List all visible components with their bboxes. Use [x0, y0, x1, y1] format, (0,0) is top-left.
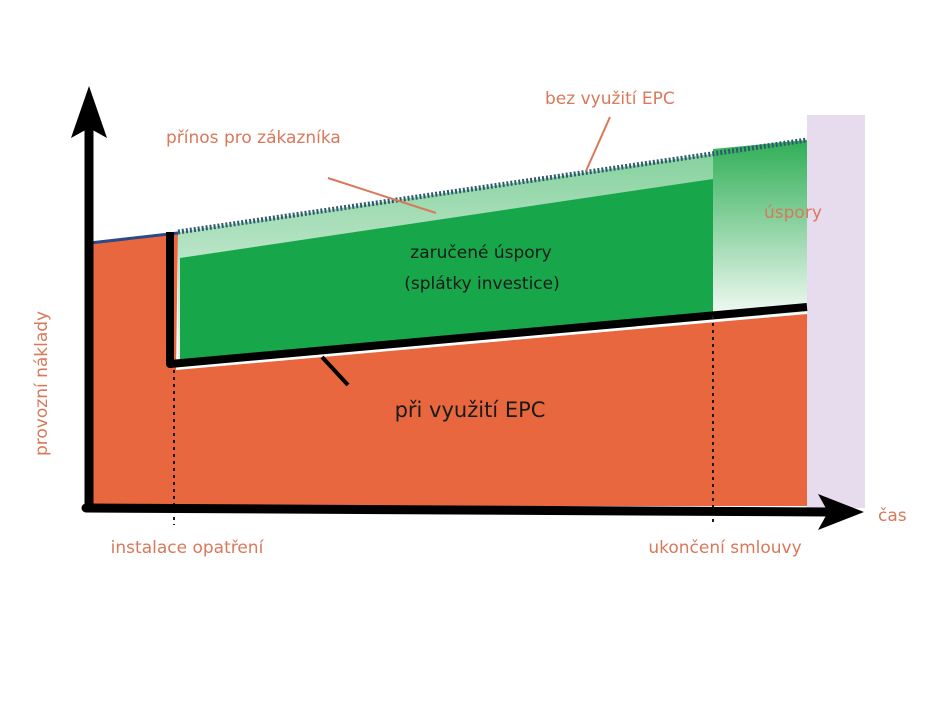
after-contract-band: [807, 115, 865, 508]
with-epc-label: při využití EPC: [395, 398, 546, 422]
x-axis: [81, 503, 837, 517]
benefit-pointer: [327, 177, 437, 214]
savings-area: [713, 140, 807, 318]
y-axis-label: provozní náklady: [32, 311, 52, 456]
contract-end-label: ukončení smlouvy: [648, 538, 801, 558]
without-epc-label: bez využití EPC: [545, 89, 675, 109]
y-axis-arrowhead: [71, 86, 107, 138]
without-epc-pointer: [585, 116, 611, 172]
customer-benefit-label: přínos pro zákazníka: [166, 128, 341, 148]
guaranteed-savings-area: [180, 179, 713, 362]
baseline-start-segment: [89, 231, 179, 245]
operating-cost-area: [90, 233, 807, 506]
with-epc-line: [166, 232, 808, 368]
baseline-without-epc: [177, 137, 808, 235]
guaranteed-savings-label-line2: (splátky investice): [404, 274, 560, 294]
savings-label: úspory: [764, 203, 822, 223]
installation-label: instalace opatření: [111, 538, 265, 558]
x-axis-label: čas: [878, 506, 907, 526]
guaranteed-savings-label-line1: zaručené úspory: [410, 243, 551, 263]
with-epc-pointer: [320, 355, 350, 387]
x-axis-arrowhead: [818, 494, 864, 530]
